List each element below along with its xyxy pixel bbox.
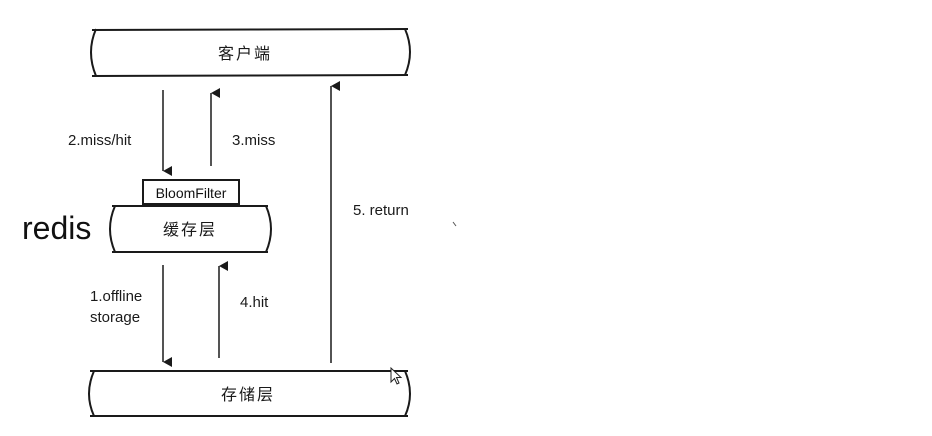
- storage-box-right-bracket: [404, 370, 411, 417]
- edge-return: 5. return: [330, 81, 409, 363]
- bloom-filter-box: [142, 179, 240, 205]
- client-box-left-bracket: [90, 28, 97, 77]
- edge-label-miss: 3.miss: [232, 132, 275, 149]
- cache-label: 缓存层: [163, 220, 217, 239]
- cache-node: 缓存层: [109, 205, 272, 253]
- edge-label-return: 5. return: [353, 202, 409, 219]
- edge-hit: 4.hit: [218, 261, 269, 358]
- client-box-bottom: [91, 74, 409, 77]
- edge-label-storage: storage: [90, 309, 140, 326]
- edge-label-hit: 4.hit: [240, 294, 269, 311]
- mouse-cursor-icon: [390, 366, 403, 385]
- storage-node: 存储层: [88, 370, 411, 417]
- edge-offline-storage: 1.offline storage: [90, 265, 172, 367]
- stray-mark: [452, 221, 457, 227]
- client-box-right-bracket: [404, 28, 411, 76]
- storage-label: 存储层: [221, 385, 275, 404]
- cache-box-right-bracket: [265, 205, 272, 253]
- client-node: 客户端: [90, 28, 411, 77]
- client-box-top: [91, 28, 409, 31]
- storage-box-left-bracket: [88, 370, 95, 417]
- edge-label-offline: 1.offline: [90, 288, 142, 305]
- edge-label-miss-hit: 2.miss/hit: [68, 132, 132, 149]
- client-label: 客户端: [218, 44, 272, 63]
- cache-box-left-bracket: [109, 205, 116, 253]
- redis-label: redis: [22, 210, 91, 246]
- edge-miss-hit: 2.miss/hit: [68, 90, 172, 176]
- edge-miss: 3.miss: [210, 88, 275, 166]
- bloom-filter-node: BloomFilter: [142, 179, 240, 205]
- bloom-filter-label: BloomFilter: [156, 185, 227, 201]
